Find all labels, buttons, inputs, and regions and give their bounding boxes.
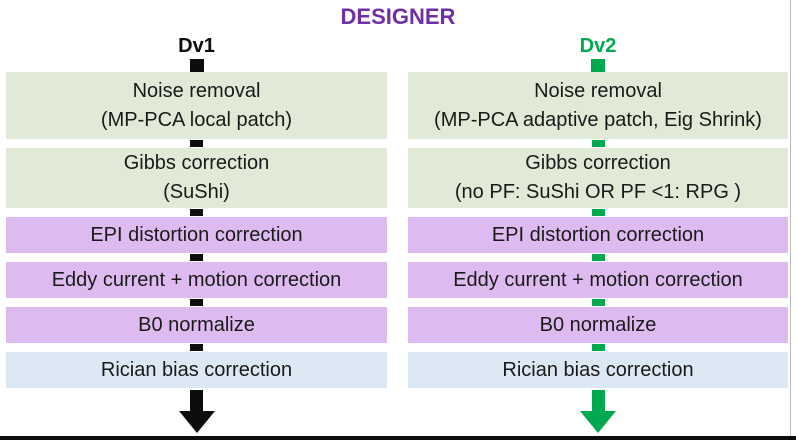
step-line: (MP-PCA adaptive patch, Eig Shrink) — [434, 108, 762, 131]
step-b0-normalize: B0 normalize — [6, 307, 387, 343]
step-line: Rician bias correction — [100, 358, 293, 381]
flow-connector — [591, 209, 605, 216]
pipeline-column-dv1: Dv1 Noise removal (MP-PCA local patch) G… — [6, 0, 387, 433]
step-b0-normalize: B0 normalize — [408, 307, 788, 343]
column-header-dv1: Dv1 — [178, 35, 215, 57]
step-line: Gibbs correction — [525, 152, 671, 174]
flow-connector — [189, 59, 204, 72]
flow-connector — [591, 299, 605, 306]
column-header-dv2: Dv2 — [579, 35, 617, 57]
step-line: EPI distortion correction — [90, 223, 303, 246]
step-line: B0 normalize — [539, 313, 657, 336]
step-line: B0 normalize — [138, 313, 255, 336]
arrow-head — [580, 411, 616, 433]
flow-arrow-down — [580, 390, 616, 433]
flow-connector — [591, 59, 605, 72]
step-line: (no PF: SuShi OR PF <1: RPG ) — [454, 181, 742, 203]
right-edge-line — [790, 0, 791, 440]
step-line: Gibbs correction — [123, 152, 270, 174]
step-epi-distortion-correction: EPI distortion correction — [6, 217, 387, 253]
step-eddy-motion-correction: Eddy current + motion correction — [408, 262, 788, 298]
flow-connector — [190, 140, 203, 147]
step-epi-distortion-correction: EPI distortion correction — [408, 217, 788, 253]
flow-connector — [190, 209, 203, 216]
flow-connector — [591, 140, 605, 147]
flow-connector — [190, 254, 203, 261]
flow-connector — [190, 299, 203, 306]
flow-connector — [591, 254, 605, 261]
step-line: Eddy current + motion correction — [51, 268, 342, 291]
page-title: DESIGNER — [340, 4, 456, 29]
arrow-head — [178, 411, 215, 433]
step-line: EPI distortion correction — [491, 223, 705, 246]
bottom-edge-bar — [0, 436, 796, 440]
step-line: (MP-PCA local patch) — [100, 108, 293, 131]
arrow-shaft — [190, 390, 203, 411]
step-noise-removal: Noise removal (MP-PCA adaptive patch, Ei… — [408, 72, 788, 139]
flow-connector — [591, 344, 605, 351]
step-eddy-motion-correction: Eddy current + motion correction — [6, 262, 387, 298]
step-gibbs-correction: Gibbs correction (SuShi) — [6, 148, 387, 208]
pipeline-column-dv2: Dv2 Noise removal (MP-PCA adaptive patch… — [408, 0, 788, 433]
step-line: Noise removal — [534, 79, 662, 102]
step-line: (SuShi) — [163, 181, 230, 203]
flow-connector — [190, 344, 203, 351]
flow-arrow-down — [178, 390, 215, 433]
step-rician-bias-correction: Rician bias correction — [6, 352, 387, 388]
step-gibbs-correction: Gibbs correction (no PF: SuShi OR PF <1:… — [408, 148, 788, 208]
step-line: Eddy current + motion correction — [453, 268, 743, 291]
step-line: Noise removal — [132, 79, 261, 102]
step-rician-bias-correction: Rician bias correction — [408, 352, 788, 388]
arrow-shaft — [591, 390, 605, 411]
step-line: Rician bias correction — [502, 358, 694, 381]
step-noise-removal: Noise removal (MP-PCA local patch) — [6, 72, 387, 139]
